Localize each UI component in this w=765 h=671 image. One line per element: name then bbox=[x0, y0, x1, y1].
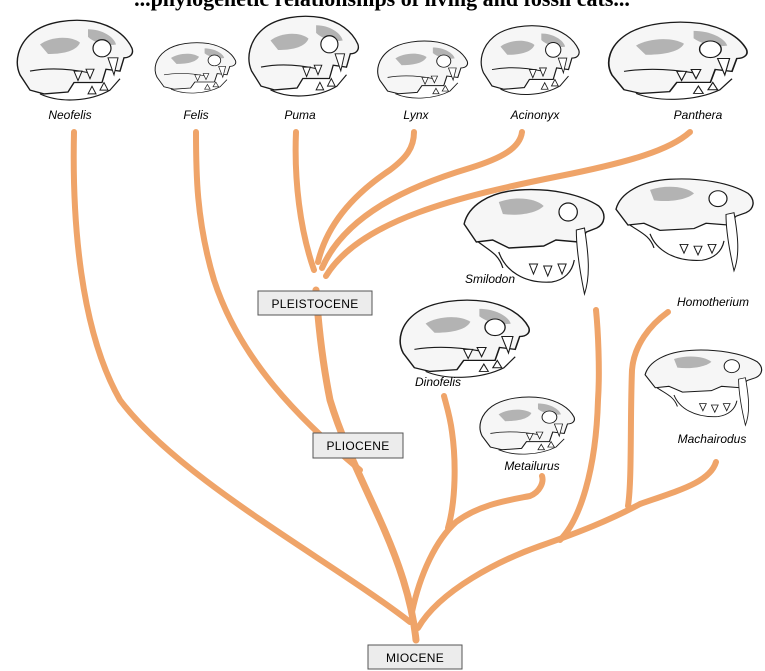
era-label-pliocene: PLIOCENE bbox=[326, 439, 389, 453]
branch-neofelis bbox=[74, 132, 410, 622]
taxon-label-puma: Puma bbox=[284, 108, 316, 122]
skull-icon-felis bbox=[155, 43, 236, 93]
skull-icon-acinonyx bbox=[481, 26, 579, 95]
taxon-label-homotherium: Homotherium bbox=[677, 295, 749, 309]
taxon-label-panthera: Panthera bbox=[674, 108, 723, 122]
skull-icon-dinofelis bbox=[400, 300, 529, 377]
sabertooth-skull-icon-machairodus bbox=[645, 350, 762, 425]
taxon-label-smilodon: Smilodon bbox=[465, 272, 515, 286]
taxon-label-felis: Felis bbox=[183, 108, 208, 122]
sabertooth-skull-icon-homotherium bbox=[616, 179, 753, 271]
taxon-label-acinonyx: Acinonyx bbox=[510, 108, 561, 122]
skull-icon-neofelis bbox=[17, 20, 132, 100]
branch-puma bbox=[296, 132, 314, 270]
skull-icon-lynx bbox=[378, 41, 468, 98]
branch-homotherium bbox=[628, 312, 668, 506]
figure-title: ...phylogenetic relationships of living … bbox=[134, 0, 630, 11]
branch-metailurini-clade bbox=[412, 476, 543, 612]
era-marker-miocene: MIOCENE bbox=[368, 645, 462, 669]
era-label-pleistocene: PLEISTOCENE bbox=[271, 297, 358, 311]
era-label-miocene: MIOCENE bbox=[386, 651, 444, 665]
skull-icon-puma bbox=[249, 16, 358, 96]
branch-dinofelis bbox=[444, 396, 455, 528]
taxon-label-neofelis: Neofelis bbox=[48, 108, 91, 122]
skull-icon-panthera bbox=[609, 22, 747, 99]
branch-sabretooth-clade bbox=[418, 462, 716, 628]
taxon-label-machairodus: Machairodus bbox=[678, 432, 747, 446]
taxon-label-lynx: Lynx bbox=[403, 108, 429, 122]
era-marker-pleistocene: PLEISTOCENE bbox=[258, 291, 372, 315]
era-marker-pliocene: PLIOCENE bbox=[313, 433, 403, 458]
taxon-label-metailurus: Metailurus bbox=[504, 459, 559, 473]
skull-icon-metailurus bbox=[480, 397, 574, 454]
taxon-label-dinofelis: Dinofelis bbox=[415, 375, 461, 389]
